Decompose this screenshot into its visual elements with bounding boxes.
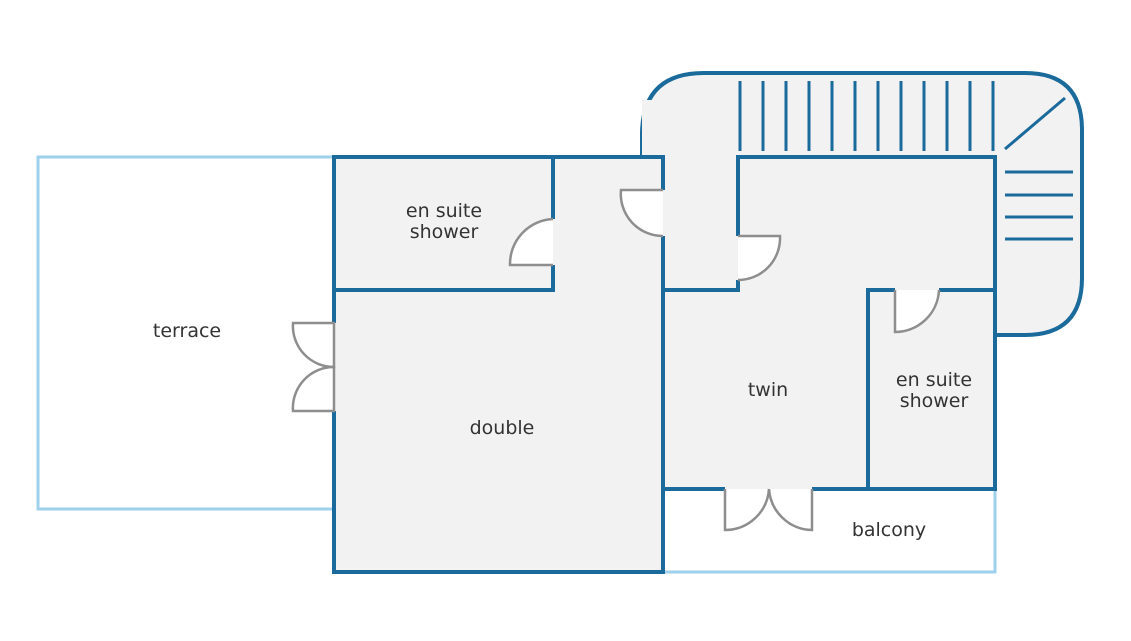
twin-label: twin [748, 379, 788, 401]
double-label: double [470, 417, 535, 439]
en-suite-left-label-line1: en suite [406, 200, 482, 222]
en-suite-right-room [868, 290, 995, 489]
balcony-double-door [723, 488, 814, 532]
stair-treads-side [1004, 96, 1073, 241]
en-suite-left-label-line2: shower [410, 221, 479, 243]
en-suite-right-label-line2: shower [900, 390, 969, 412]
walls [332, 155, 997, 574]
en-suite-right-label-line1: en suite [896, 369, 972, 391]
en-suite-right-door [893, 289, 941, 334]
terrace-area [36, 155, 336, 511]
double-room [334, 290, 663, 573]
terrace-label: terrace [153, 320, 221, 342]
twin-room [663, 290, 868, 489]
stair-treads-top [738, 81, 995, 151]
balcony-label: balcony [852, 519, 926, 541]
double-room-door [619, 188, 664, 238]
twin-upper [738, 157, 995, 290]
balcony-area [661, 489, 997, 574]
en-suite-left-room [334, 157, 553, 290]
terrace-double-door [291, 321, 336, 413]
twin-room-door [737, 234, 782, 282]
staircase-enclosure [640, 71, 1084, 337]
en-suite-left-door [508, 217, 554, 267]
